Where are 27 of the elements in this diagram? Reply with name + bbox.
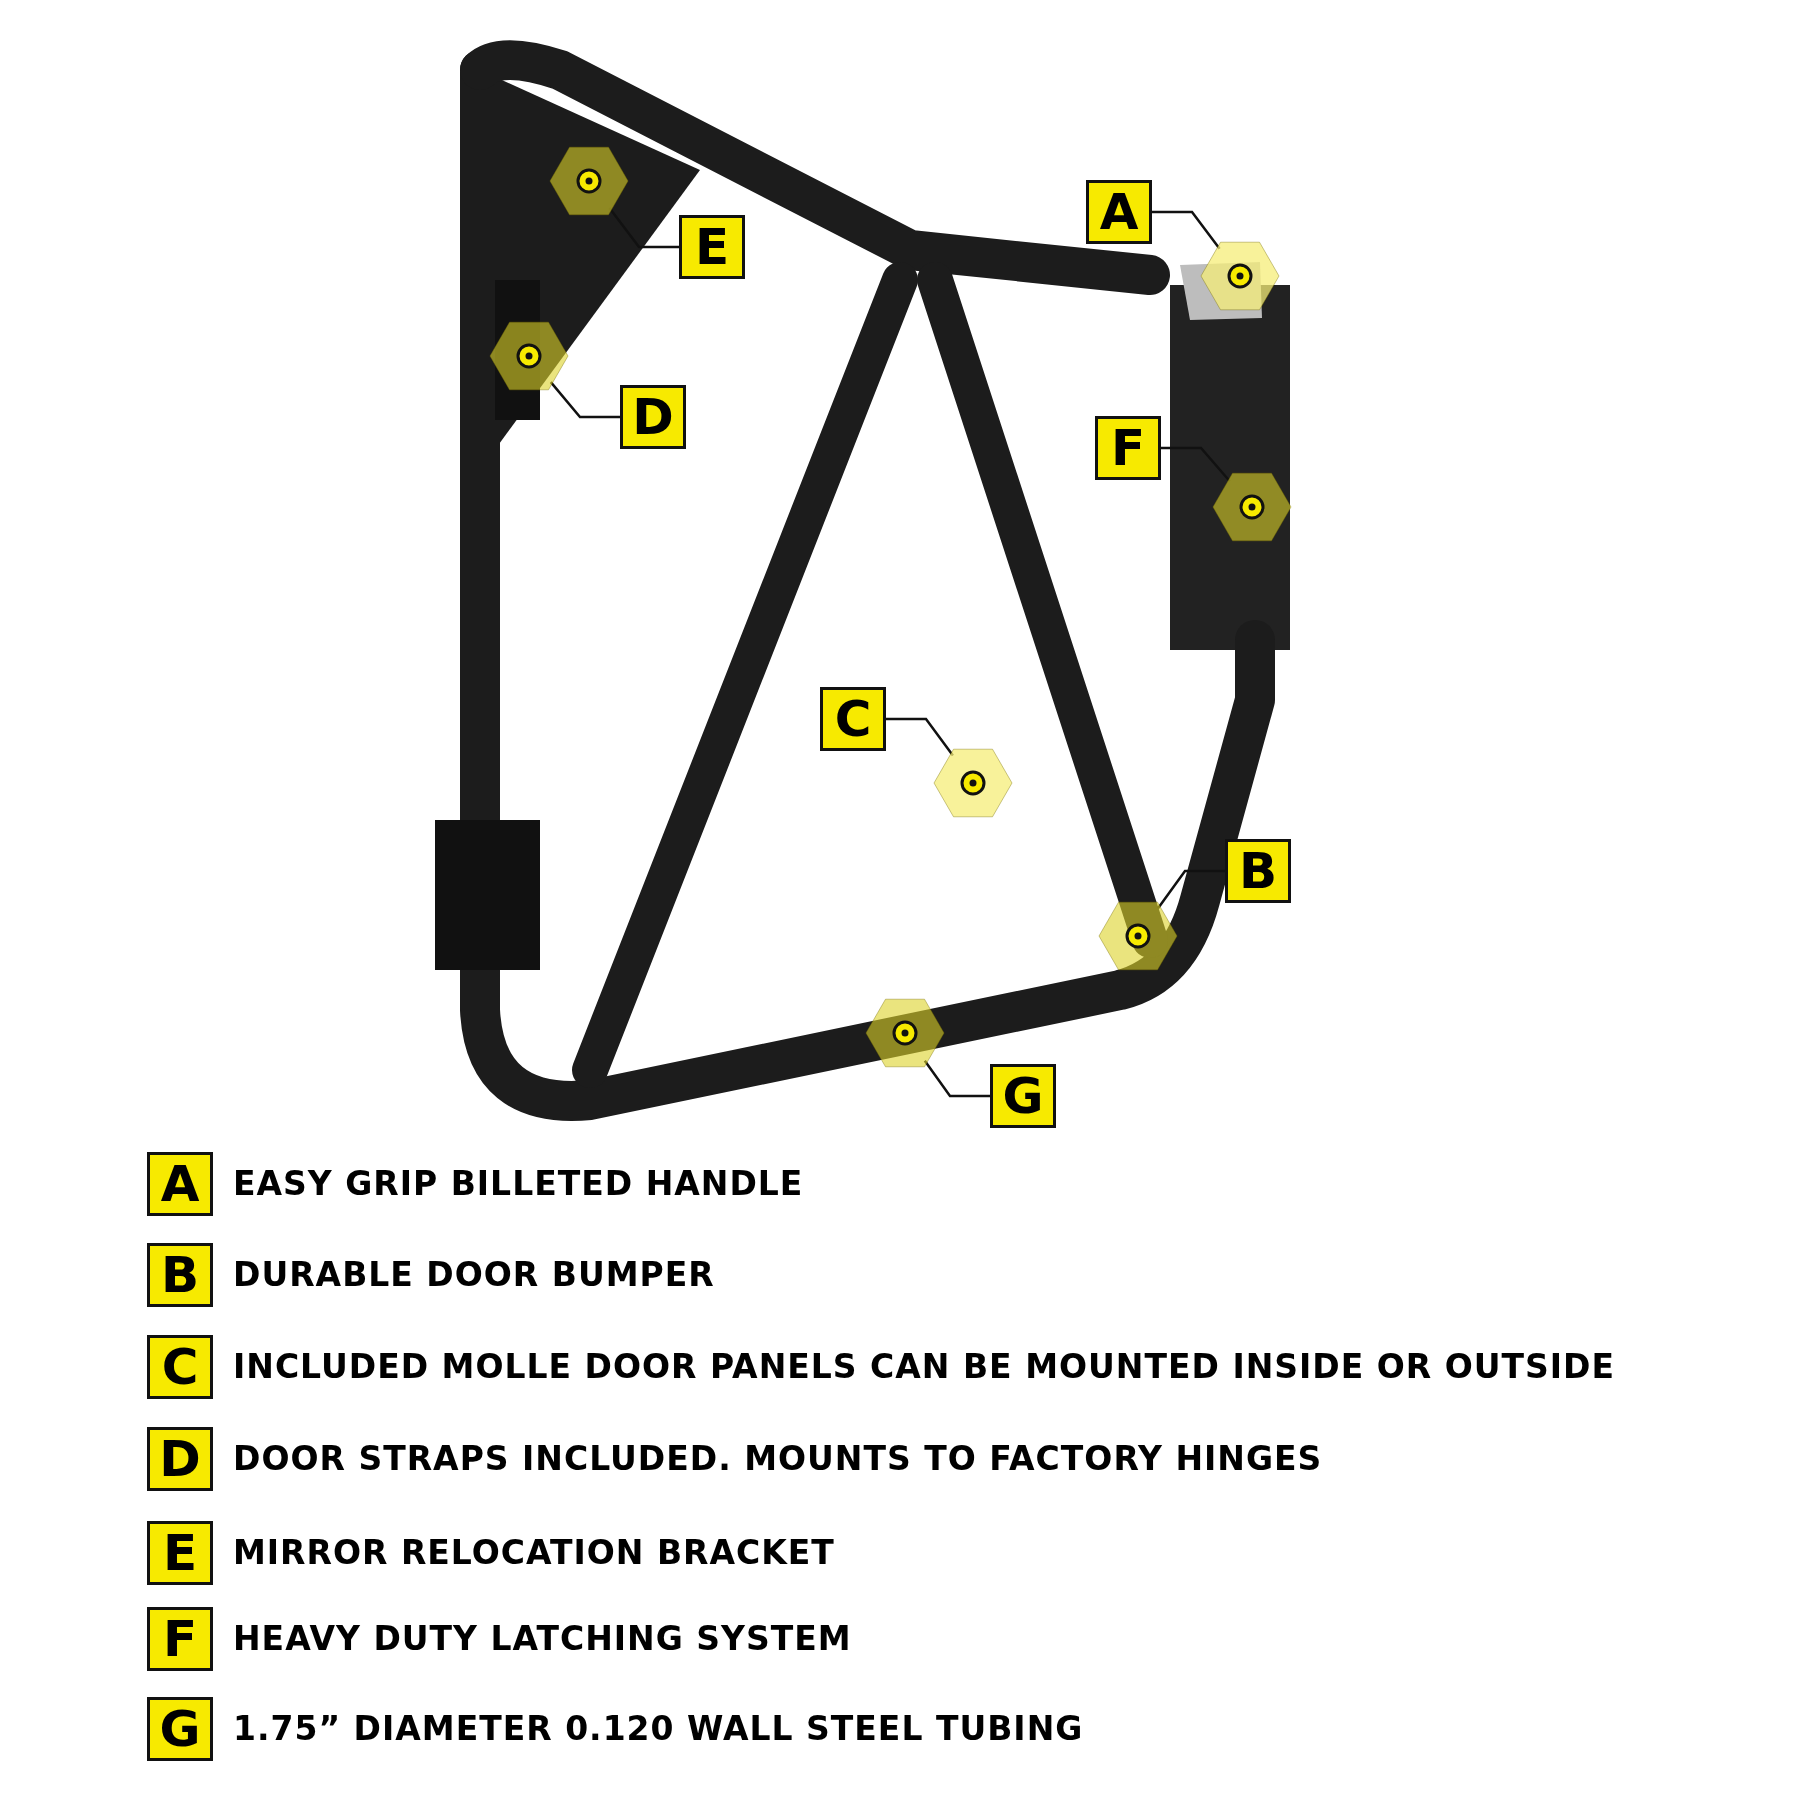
callout-letter: D bbox=[620, 385, 686, 449]
leader-line bbox=[608, 207, 679, 249]
legend-letter-label: E bbox=[147, 1521, 213, 1585]
feature-description: INCLUDED MOLLE DOOR PANELS CAN BE MOUNTED INSIDE OR OUTSIDE bbox=[233, 1347, 1616, 1387]
callout-letter: E bbox=[679, 215, 745, 279]
leader-line bbox=[923, 1059, 990, 1098]
feature-description: EASY GRIP BILLETED HANDLE bbox=[233, 1164, 804, 1204]
feature-description: DURABLE DOOR BUMPER bbox=[233, 1255, 715, 1295]
callout-letter: G bbox=[990, 1064, 1056, 1128]
legend-letter-label: A bbox=[147, 1152, 213, 1216]
feature-description: 1.75” DIAMETER 0.120 WALL STEEL TUBING bbox=[233, 1709, 1084, 1749]
legend-letter-label: G bbox=[147, 1697, 213, 1761]
feature-description: DOOR STRAPS INCLUDED. MOUNTS TO FACTORY HINGES bbox=[233, 1439, 1323, 1479]
leader-line bbox=[1152, 210, 1221, 250]
callout-letter: F bbox=[1095, 416, 1161, 480]
legend-letter-label: B bbox=[147, 1243, 213, 1307]
callout-letter: B bbox=[1225, 839, 1291, 903]
feature-description: MIRROR RELOCATION BRACKET bbox=[233, 1533, 835, 1573]
callout-letter: A bbox=[1086, 180, 1152, 244]
legend-letter-label: F bbox=[147, 1607, 213, 1671]
leader-line bbox=[1156, 869, 1225, 910]
legend-letter-label: C bbox=[147, 1335, 213, 1399]
legend-letter-label: D bbox=[147, 1427, 213, 1491]
callout-letter: C bbox=[820, 687, 886, 751]
leader-line bbox=[549, 381, 620, 419]
leader-line bbox=[1161, 446, 1231, 483]
feature-description: HEAVY DUTY LATCHING SYSTEM bbox=[233, 1619, 852, 1659]
